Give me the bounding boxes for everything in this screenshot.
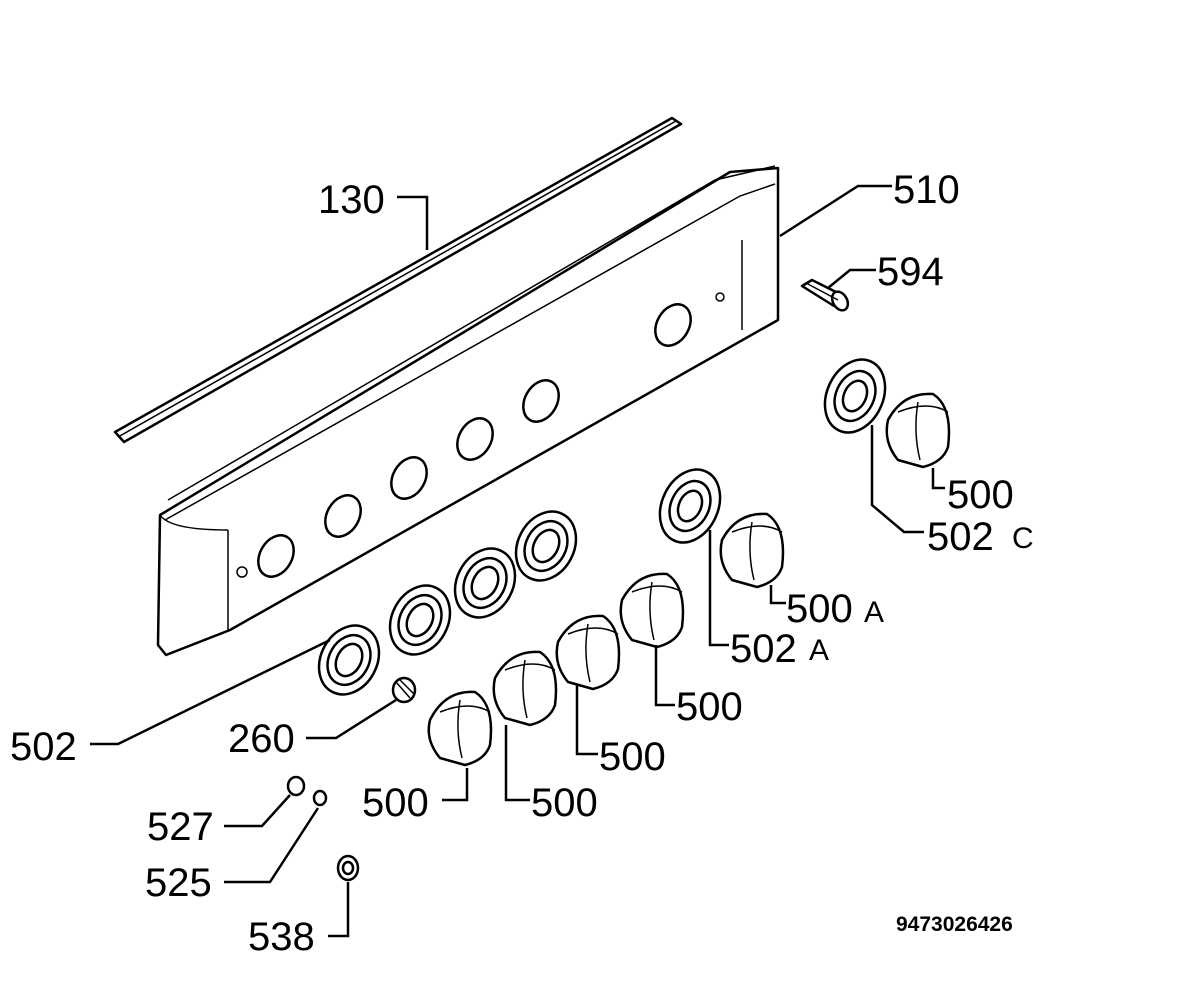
panel-hole	[390, 456, 428, 500]
bushing-525	[312, 789, 328, 807]
leader-502	[90, 638, 331, 746]
panel-hole	[654, 303, 692, 347]
leader-594	[827, 268, 876, 289]
leader-510	[779, 184, 892, 238]
leader-538	[328, 882, 350, 938]
leader-130	[397, 195, 429, 250]
leader-500-c1	[442, 768, 469, 802]
knob-500-c2	[492, 650, 558, 727]
callout-502c-suffix: C	[1012, 522, 1034, 555]
knob-500a	[719, 512, 785, 589]
callout-500a-suffix: A	[864, 596, 884, 629]
knob-500-c1	[427, 690, 493, 767]
callout-510: 510	[893, 168, 960, 212]
callout-527: 527	[147, 805, 214, 849]
spring-260	[391, 676, 417, 704]
panel-knob-holes	[257, 303, 692, 578]
panel-hole	[257, 534, 295, 578]
panel-hole	[324, 494, 362, 538]
leader-502c	[870, 425, 924, 534]
indicator-lamp-594	[800, 278, 850, 312]
callout-525: 525	[145, 861, 212, 905]
callout-500-c1: 500	[362, 781, 429, 825]
callout-500-c3: 500	[599, 735, 666, 779]
callout-502a-suffix: A	[809, 634, 829, 667]
leader-500-c3	[575, 685, 598, 756]
knob-500-c3	[555, 614, 621, 691]
nut-538	[336, 854, 360, 882]
knob-500-right	[885, 392, 951, 469]
callout-538: 538	[248, 915, 315, 959]
control-panel-510	[156, 165, 780, 657]
bezel-ring	[317, 624, 381, 696]
callout-594: 594	[877, 250, 944, 294]
leader-500-right	[931, 468, 945, 490]
callout-502a-number: 502	[730, 627, 797, 671]
drawing-code: 9473026426	[896, 913, 1013, 936]
callout-labels: 130 510 594 500 502 C 500 A 502 A 500 50…	[10, 168, 1034, 959]
callout-502c-number: 502	[927, 515, 994, 559]
leader-500-c4	[654, 645, 675, 707]
gasket-strip-130	[113, 116, 683, 444]
leader-260	[306, 698, 397, 740]
leader-527	[224, 794, 291, 828]
bushing-527	[286, 775, 306, 797]
panel-lamp-hole	[236, 566, 248, 578]
panel-hole	[522, 379, 560, 423]
callout-260: 260	[228, 717, 295, 761]
bezel-ring	[388, 584, 452, 656]
knob-500-c4	[619, 572, 685, 649]
bezel-ring-502a	[658, 468, 722, 544]
callout-500-c4: 500	[676, 685, 743, 729]
callout-500-right: 500	[947, 473, 1014, 517]
leader-525	[224, 807, 320, 884]
callout-502: 502	[10, 725, 77, 769]
panel-lamp-hole	[715, 292, 725, 302]
bezel-ring	[514, 510, 578, 582]
callout-500-c2: 500	[531, 781, 598, 825]
callout-130: 130	[318, 178, 385, 222]
panel-hole	[456, 417, 494, 461]
leader-500-c2	[504, 725, 530, 802]
leader-lines	[90, 184, 945, 938]
bezel-ring-group-502	[317, 510, 578, 696]
leader-502a	[708, 530, 729, 647]
callout-500a-number: 500	[786, 587, 853, 631]
leader-500a	[769, 585, 786, 605]
bezel-ring-502c	[823, 358, 887, 434]
bezel-ring	[453, 547, 517, 619]
